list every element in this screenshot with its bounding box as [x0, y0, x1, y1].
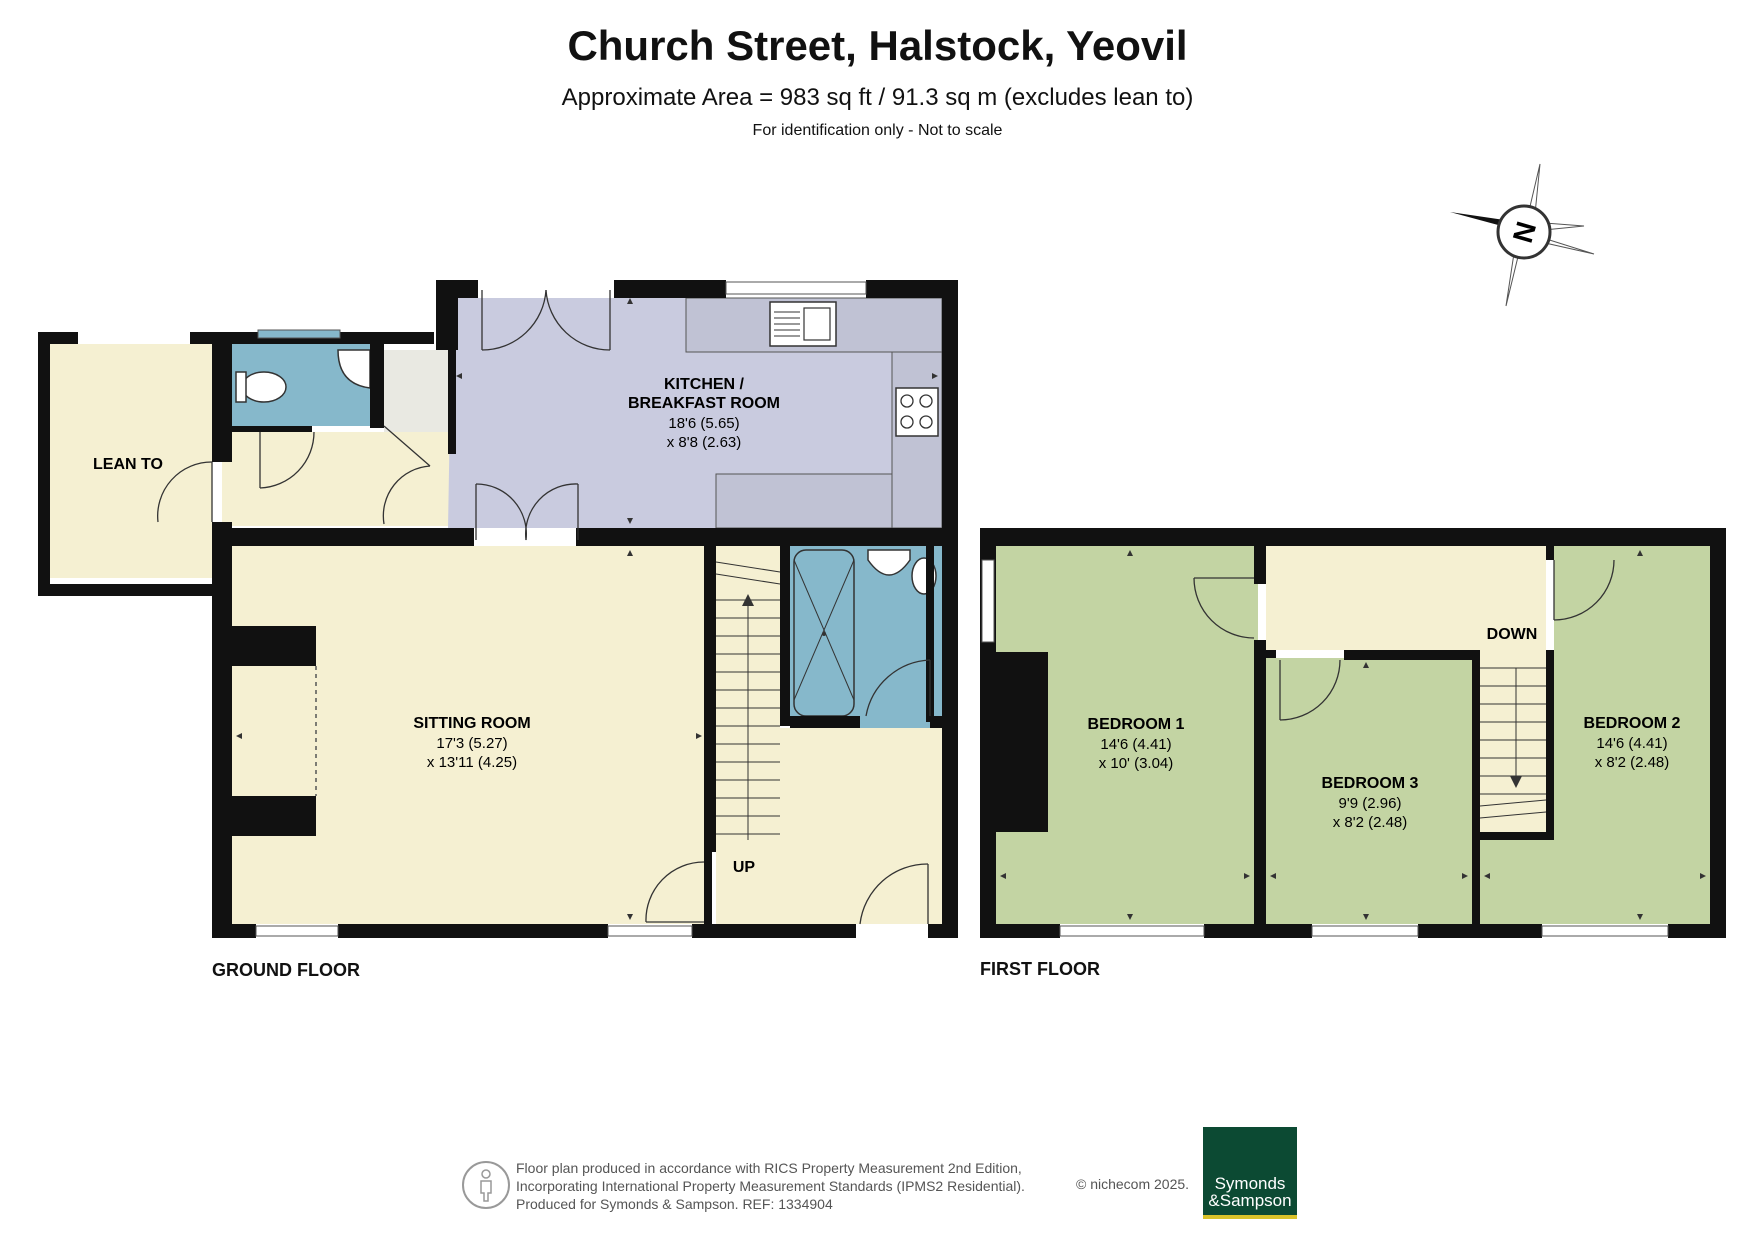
first-floor-label: FIRST FLOOR [980, 959, 1100, 979]
kitchen-area [448, 298, 942, 528]
sink-drainer [774, 311, 800, 337]
disclaimer-line2: Incorporating International Property Mea… [516, 1178, 1025, 1194]
bedroom3-area [1266, 658, 1472, 924]
first-stairs-area [1480, 650, 1546, 832]
sitting-room-area [232, 546, 706, 924]
stairs-down-label: DOWN [1487, 626, 1538, 643]
bathroom-basin [867, 549, 911, 576]
lean-to-label: LEAN TO [93, 456, 163, 473]
disclaimer-line1: Floor plan produced in accordance with R… [516, 1160, 1022, 1176]
hob-ring [900, 394, 914, 408]
bedroom1-dim1: 14'6 (4.41) [1100, 736, 1171, 753]
entrance-hall-area [716, 728, 942, 924]
kitchen-hob [895, 387, 939, 437]
kitchen-dim2: x 8'8 (2.63) [667, 434, 742, 451]
kitchen-worktop-low [715, 473, 893, 529]
hob-ring [919, 394, 933, 408]
kitchen-sink-bowl [803, 307, 831, 341]
dimension-arrows [236, 298, 1706, 920]
kitchen-label-line1: KITCHEN / [664, 376, 745, 393]
bedroom1-label: BEDROOM 1 [1088, 716, 1185, 733]
bedroom3-dim2: x 8'2 (2.48) [1333, 814, 1408, 831]
ground-floor-label: GROUND FLOOR [212, 960, 360, 980]
stairs-up-label: UP [733, 859, 756, 876]
hob-ring [919, 415, 933, 429]
toilet-cistern [235, 371, 247, 403]
bedroom2-dim2: x 8'2 (2.48) [1595, 754, 1670, 771]
first-windows [981, 559, 1669, 937]
kitchen-dim1: 18'6 (5.65) [668, 415, 739, 432]
measurement-disclaimer: Floor plan produced in accordance with R… [516, 1159, 1025, 1213]
disclaimer-line3: Produced for Symonds & Sampson. REF: 133… [516, 1196, 833, 1212]
scale-note: For identification only - Not to scale [752, 122, 1003, 139]
bedroom1-dim2: x 10' (3.04) [1099, 755, 1174, 772]
ground-windows [255, 281, 867, 937]
sitting-room-dim2: x 13'11 (4.25) [427, 754, 517, 771]
person-icon-glyph [480, 1169, 492, 1202]
shower-screen-diagonal [793, 559, 855, 701]
logo-line1: Symonds [1214, 1174, 1286, 1193]
kitchen-label-line2: BREAKFAST ROOM [628, 395, 780, 412]
toilet-bowl [241, 371, 287, 403]
bedroom2-label: BEDROOM 2 [1584, 715, 1681, 732]
bath-drain [822, 632, 826, 636]
ground-stairs [715, 561, 781, 840]
logo-line2: &Sampson [1208, 1191, 1292, 1210]
ground-floor-walls [38, 280, 958, 938]
logo-text: Symonds &Sampson [1203, 1175, 1297, 1209]
logo-gold-band [1203, 1215, 1297, 1219]
lean-to-area [50, 344, 212, 578]
bedroom3-dim1: 9'9 (2.96) [1339, 795, 1402, 812]
hall-area [222, 432, 462, 526]
compass-rose-icon: N [1450, 163, 1595, 307]
stairs-up-arrow [742, 594, 754, 606]
ground-doors [157, 289, 931, 925]
bedroom2-dim1: 14'6 (4.41) [1596, 735, 1667, 752]
bedroom3-label: BEDROOM 3 [1322, 775, 1419, 792]
first-doors [1193, 559, 1615, 721]
sitting-room-label: SITTING ROOM [413, 715, 530, 732]
sitting-room-dim1: 17'3 (5.27) [436, 735, 507, 752]
person-icon [462, 1161, 510, 1209]
hob-ring [900, 415, 914, 429]
bedroom2-lower [1480, 832, 1710, 924]
stairs-down-arrow [1510, 776, 1522, 788]
area-summary: Approximate Area = 983 sq ft / 91.3 sq m… [561, 84, 1194, 111]
landing-area [1266, 546, 1546, 650]
store-area [384, 350, 448, 432]
symonds-sampson-logo: Symonds &Sampson [1203, 1127, 1297, 1219]
kitchen-worktop-side [891, 351, 943, 529]
plan-title: Church Street, Halstock, Yeovil [567, 22, 1188, 69]
copyright-credit: © nichecom 2025. [1076, 1176, 1190, 1192]
